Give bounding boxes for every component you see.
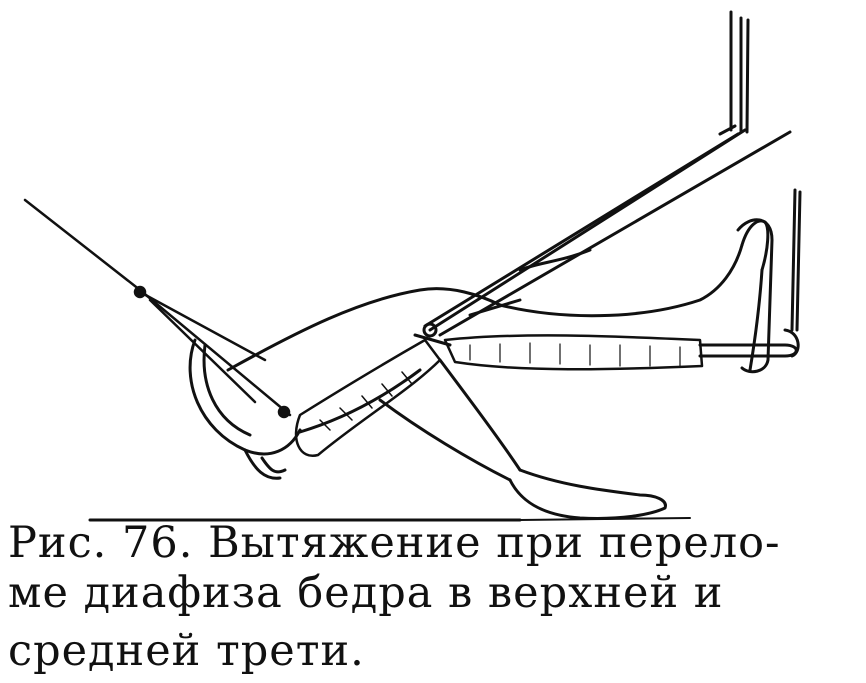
thigh-cast [294,338,442,458]
splint-rails [423,124,792,337]
shin-cast [443,334,704,371]
caption-line-2: ме диафиза бедра в верхней и [8,568,724,618]
supporting-leg [88,358,691,522]
figure-caption: Рис. 76. Вытяжение при перело- ме диафиз… [8,518,858,676]
traction-ropes [23,198,292,419]
caption-line-3: средней трети. [8,626,365,676]
traction-illustration [23,10,802,522]
foot-stirrup [698,218,800,374]
leg-outline [226,219,770,434]
hip-sling [188,338,302,480]
knee-clamp [413,248,592,347]
frame-bars [729,10,802,332]
caption-line-1: Рис. 76. Вытяжение при перело- [8,518,781,568]
